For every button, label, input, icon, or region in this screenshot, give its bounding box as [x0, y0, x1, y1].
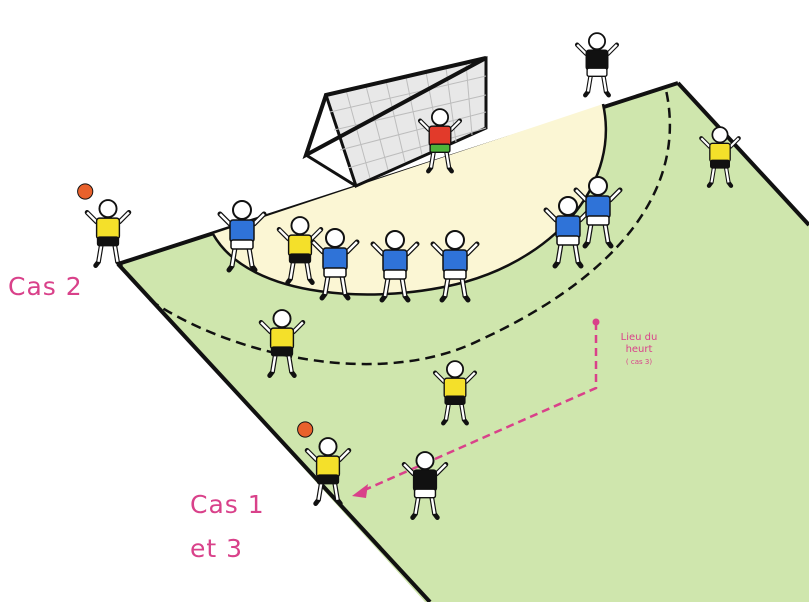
attacker-cas-2	[77, 183, 132, 268]
label-impact-line1: Lieu du	[620, 332, 658, 343]
players-layer	[77, 32, 741, 520]
free-throw-line	[149, 89, 672, 366]
defender-3	[370, 230, 420, 303]
label-case-2: Cas 2	[8, 272, 83, 301]
label-impact-note: ( cas 3)	[625, 358, 653, 366]
attacker-left-back	[258, 309, 306, 378]
attacker-pivot	[276, 216, 324, 285]
referee-top	[574, 32, 620, 98]
label-case-1-and-3: et 3	[190, 534, 244, 563]
referee-bottom	[401, 451, 449, 520]
attacker-center	[432, 360, 478, 426]
right-sideline	[676, 81, 809, 227]
defender-1	[217, 200, 267, 273]
defender-2	[310, 228, 360, 301]
goal	[302, 56, 488, 189]
attacker-right-wing	[699, 126, 741, 188]
defender-6	[573, 176, 623, 249]
goalkeeper	[417, 108, 463, 174]
attacker-cas-1	[297, 421, 352, 506]
impact-path	[352, 318, 600, 498]
label-case-1: Cas 1	[190, 490, 265, 519]
label-impact-line2: heurt	[625, 344, 653, 355]
defender-5	[543, 196, 593, 269]
defender-4	[430, 230, 480, 303]
left-sideline	[116, 262, 432, 602]
